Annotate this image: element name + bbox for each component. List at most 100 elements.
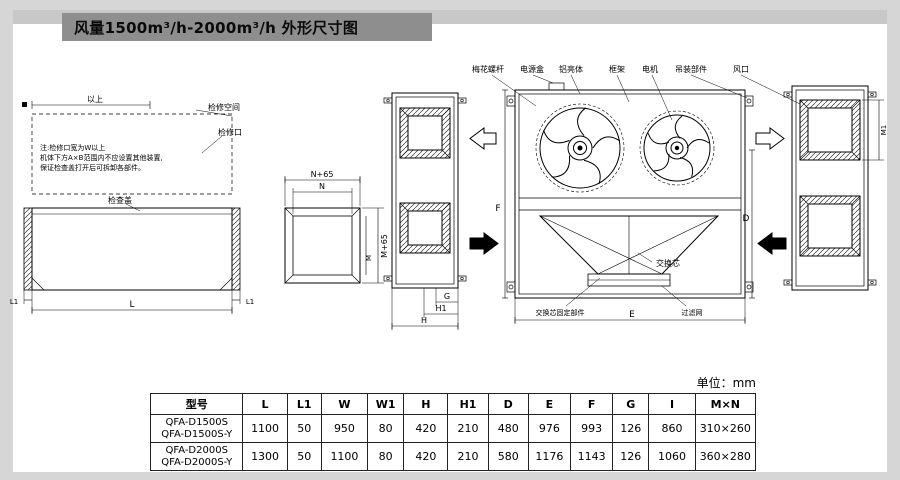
dim-m1-label: M1 (880, 125, 888, 136)
left-flange (23, 207, 33, 291)
page-title: 风量1500m³/h-2000m³/h 外形尺寸图 (74, 18, 359, 37)
value-cell: 480 (487, 414, 529, 443)
front-view (491, 74, 801, 324)
dim-l-label: L (129, 300, 134, 310)
dim-e-label: E (629, 310, 635, 320)
value-cell: 993 (570, 414, 614, 443)
value-cell: 80 (367, 414, 405, 443)
dim-h1-label: H1 (435, 304, 446, 313)
col-header-l1: L1 (286, 393, 322, 415)
model-name: QFA-D1500S (165, 416, 228, 428)
value-cell: 580 (487, 442, 529, 471)
dim-l1-left-label: L1 (10, 298, 18, 306)
callout-leaders (491, 74, 801, 121)
note-line-3: 保证检查盖打开后可拆卸各部件。 (40, 163, 145, 172)
col-header-g: G (612, 393, 650, 415)
value-cell: 950 (320, 414, 369, 443)
core-fixing-label: 交换芯固定部件 (536, 308, 585, 317)
dim-h-label: H (421, 316, 427, 325)
duct-side-view-labels: G H1 H (421, 292, 450, 325)
page-title-block: 风量1500m³/h-2000m³/h 外形尺寸图 (62, 13, 432, 41)
value-cell: 420 (403, 442, 449, 471)
model-cell: QFA-D2000S QFA-D2000S-Y (149, 442, 244, 471)
callout-casing: 铝亮体 (559, 64, 583, 74)
airflow-arrow-right-in-icon (757, 232, 787, 255)
col-header-mxn: M×N (694, 393, 757, 415)
value-cell: 860 (648, 414, 696, 443)
access-port-label: 检修口 (218, 127, 242, 137)
callout-motor: 电机 (642, 64, 658, 74)
right-view-labels: M1 (880, 125, 888, 136)
duct-side-view (383, 92, 467, 330)
power-box (548, 82, 565, 91)
model-cell: QFA-D1500S QFA-D1500S-Y (149, 414, 244, 443)
col-header-h1: H1 (447, 393, 489, 415)
dim-n-label: N (319, 182, 325, 191)
table-row: QFA-D1500S QFA-D1500S-Y 1100 50 950 80 4… (149, 414, 757, 443)
value-cell: 360×280 (694, 442, 757, 471)
model-name: QFA-D2000S-Y (161, 456, 233, 468)
dim-g-label: G (444, 292, 450, 301)
value-cell: 1100 (242, 414, 288, 443)
col-header-l: L (242, 393, 288, 415)
value-cell: 126 (612, 442, 650, 471)
airflow-arrow-left-out-icon (469, 127, 497, 150)
value-cell: 420 (403, 414, 449, 443)
right-end-view (783, 85, 884, 291)
note-line-2: 机体下方A×B范围内不应设置其他装置, (40, 153, 163, 162)
callout-frame: 框架 (609, 64, 625, 74)
dimension-drawing: 以上 检修空间 检修口 注:检修口宽为W以上 机体下方A×B范围内不应设置其他装… (0, 58, 900, 376)
col-header-model: 型号 (149, 393, 244, 415)
value-cell: 50 (286, 414, 322, 443)
airflow-arrow-right-out-icon (755, 127, 785, 150)
table-row: QFA-D2000S QFA-D2000S-Y 1300 50 1100 80 … (149, 442, 757, 471)
dim-m-label: M (365, 255, 373, 261)
datum-square (22, 102, 27, 107)
filter-label: 过滤网 (682, 308, 703, 317)
value-cell: 210 (447, 442, 489, 471)
dim-above-label: 以上 (87, 95, 103, 104)
unit-body (31, 207, 233, 291)
value-cell: 126 (612, 414, 650, 443)
exchange-core-label: 交换芯 (656, 258, 680, 268)
airflow-arrows (469, 127, 787, 255)
col-header-h: H (403, 393, 449, 415)
section-view (284, 176, 384, 284)
value-cell: 1100 (320, 442, 369, 471)
value-cell: 1176 (527, 442, 572, 471)
fan-right (639, 110, 715, 186)
right-flange (231, 207, 241, 291)
spec-table-area: 单位：mm 型号 L L1 W W1 H H1 D E F (149, 374, 757, 471)
model-name: QFA-D1500S-Y (161, 428, 233, 440)
callout-power-box: 电源盒 (520, 64, 544, 74)
front-view-labels: 梅花螺杆 电源盒 铝亮体 框架 电机 吊装部件 风口 F D E 交换芯 交换芯… (472, 64, 750, 320)
callout-air-vent: 风口 (733, 65, 749, 74)
fan-left (535, 103, 625, 193)
left-side-view (22, 101, 241, 314)
dimension-table: 型号 L L1 W W1 H H1 D E F G I M×N (149, 393, 757, 471)
value-cell: 80 (367, 442, 405, 471)
value-cell: 976 (527, 414, 572, 443)
dim-n65-label: N+65 (311, 170, 334, 179)
value-cell: 210 (447, 414, 489, 443)
col-header-w: W (320, 393, 369, 415)
col-header-w1: W1 (367, 393, 405, 415)
inspection-cover-label: 检查盖 (108, 195, 132, 205)
value-cell: 50 (286, 442, 322, 471)
airflow-arrow-left-in-icon (469, 232, 499, 255)
exchange-core (538, 215, 720, 275)
value-cell: 1060 (648, 442, 696, 471)
table-header-row: 型号 L L1 W W1 H H1 D E F G I M×N (149, 393, 757, 415)
col-header-d: D (487, 393, 529, 415)
dim-l1-right-label: L1 (246, 298, 254, 306)
service-space-label: 检修空间 (208, 102, 240, 112)
dim-d-label: D (743, 214, 750, 224)
col-header-e: E (527, 393, 572, 415)
corner-brackets (506, 95, 754, 293)
value-cell: 310×260 (694, 414, 757, 443)
note-line-1: 注:检修口宽为W以上 (40, 143, 105, 152)
model-name: QFA-D2000S (165, 444, 228, 456)
left-view-labels: 以上 检修空间 检修口 注:检修口宽为W以上 机体下方A×B范围内不应设置其他装… (10, 95, 254, 310)
service-space-box (31, 113, 233, 195)
